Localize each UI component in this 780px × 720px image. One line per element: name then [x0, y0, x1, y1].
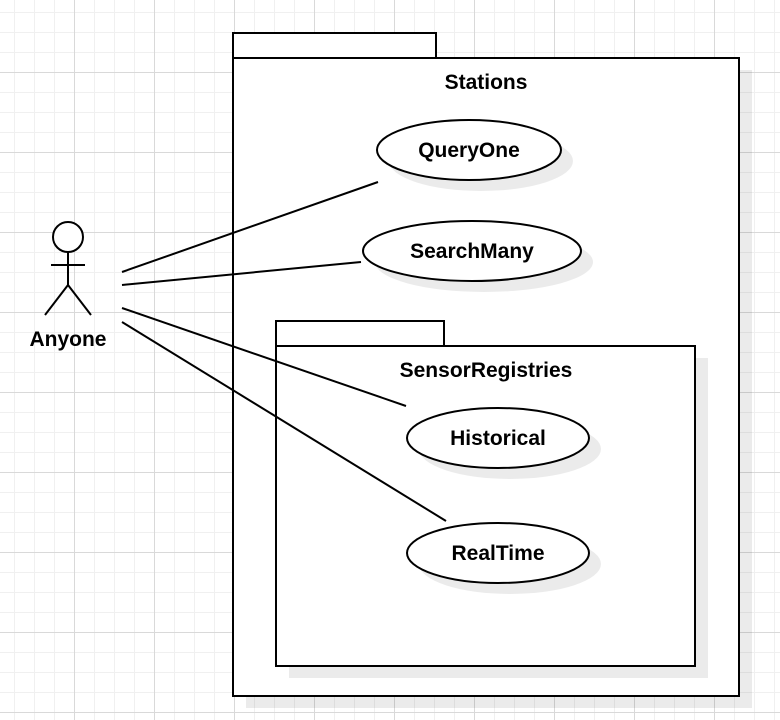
package-sensor-registries-label: SensorRegistries	[400, 359, 573, 382]
use-case-search-many-label: SearchMany	[410, 240, 534, 263]
association-historical[interactable]	[121, 307, 407, 407]
use-case-historical-label: Historical	[450, 427, 546, 450]
package-stations-tab	[232, 32, 437, 59]
actor-anyone[interactable]: Anyone	[29, 221, 107, 351]
use-case-query-one-label: QueryOne	[418, 139, 520, 162]
use-case-real-time-label: RealTime	[452, 542, 545, 565]
package-sensor-registries[interactable]: SensorRegistries	[275, 320, 708, 678]
use-case-historical[interactable]: Historical	[406, 407, 601, 479]
association-search-many[interactable]	[121, 261, 362, 286]
use-case-real-time[interactable]: RealTime	[406, 522, 601, 594]
use-case-search-many[interactable]: SearchMany	[362, 220, 593, 292]
actor-label: Anyone	[29, 328, 106, 351]
associations	[121, 181, 447, 522]
actor-stick-figure-icon	[44, 221, 92, 316]
package-stations-label: Stations	[445, 71, 528, 94]
use-case-query-one[interactable]: QueryOne	[376, 119, 573, 191]
package-sensor-registries-body	[275, 345, 696, 667]
association-query-one[interactable]	[121, 181, 379, 273]
package-sensor-registries-tab	[275, 320, 445, 347]
association-real-time[interactable]	[121, 321, 447, 522]
